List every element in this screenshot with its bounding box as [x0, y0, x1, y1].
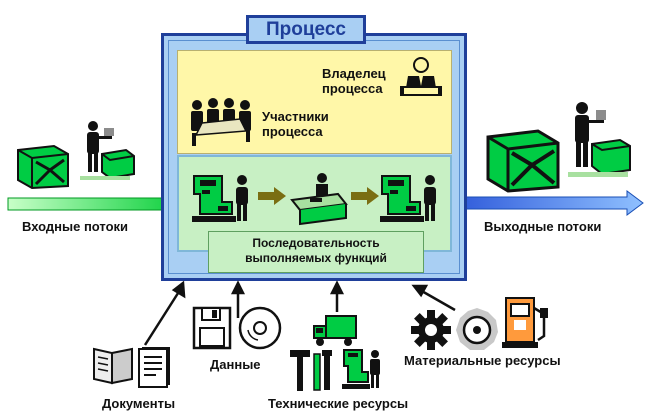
- fuel-pump-icon: [502, 297, 548, 348]
- data-label: Данные: [210, 357, 261, 372]
- tools-icon: [290, 350, 332, 391]
- worker-icon-output: [568, 102, 631, 177]
- meeting-icon: [191, 98, 251, 146]
- gear-icon: [411, 310, 451, 350]
- output-arrow: [444, 190, 644, 216]
- workstation-icon: [192, 175, 248, 222]
- inputs-label: Входные потоки: [22, 219, 129, 234]
- participants-band: [177, 50, 452, 154]
- owner-label: Владелец процесса: [322, 66, 386, 96]
- document-icon: [138, 347, 170, 388]
- outputs-label: Выходные потоки: [484, 219, 602, 234]
- sequence-box: Последовательность выполняемых функций: [208, 231, 424, 273]
- workstation-icon-2: [380, 175, 436, 222]
- box-icon-large: [486, 129, 560, 193]
- documents-label: Документы: [102, 396, 176, 411]
- arrow-right-icon-2: [351, 187, 379, 205]
- workstation-icon-small: [342, 349, 380, 389]
- sequence-label: Последовательность выполняемых функций: [245, 236, 387, 265]
- box-icon: [17, 144, 69, 190]
- truck-icon: [313, 315, 357, 346]
- process-title: Процесс: [246, 15, 366, 44]
- book-icon: [93, 347, 133, 385]
- manager-icon: [400, 57, 442, 96]
- participants-label: Участники процесса: [262, 109, 329, 139]
- saw-blade-icon: [456, 308, 498, 350]
- technical-label: Технические ресурсы: [268, 396, 409, 411]
- worker-desk-icon: [290, 173, 348, 226]
- material-label: Материальные ресурсы: [404, 353, 561, 368]
- disc-icon: [238, 306, 282, 350]
- worker-icon: [80, 121, 135, 180]
- floppy-icon: [192, 306, 232, 350]
- process-title-text: Процесс: [266, 19, 346, 40]
- arrow-right-icon: [258, 187, 286, 205]
